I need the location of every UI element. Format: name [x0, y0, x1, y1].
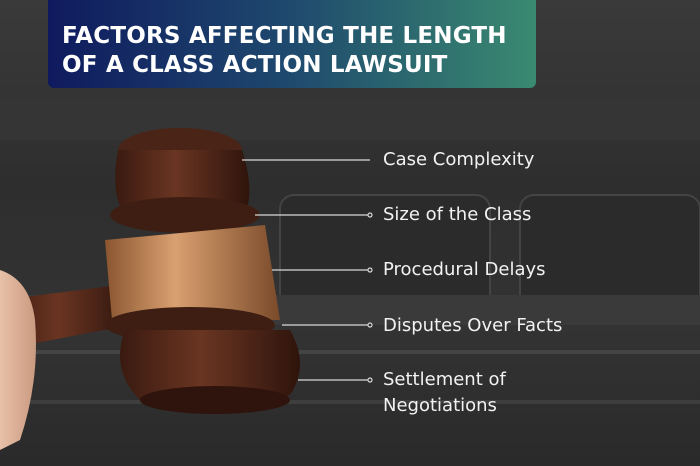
factor-case-complexity: Case Complexity: [383, 149, 535, 170]
factor-settlement-negotiations: Settlement of Negotiations: [383, 367, 506, 419]
factor-settlement-line-2: Negotiations: [383, 395, 497, 416]
title-line-2: OF A CLASS ACTION LAWSUIT: [62, 52, 448, 78]
title-line-1: FACTORS AFFECTING THE LENGTH: [62, 23, 507, 49]
factor-procedural-delays: Procedural Delays: [383, 259, 546, 280]
factor-disputes-over-facts: Disputes Over Facts: [383, 315, 563, 336]
factor-size-of-class: Size of the Class: [383, 204, 532, 225]
page-title: FACTORS AFFECTING THE LENGTH OF A CLASS …: [62, 22, 507, 80]
factor-settlement-line-1: Settlement of: [383, 369, 506, 390]
title-banner: [48, 0, 536, 88]
